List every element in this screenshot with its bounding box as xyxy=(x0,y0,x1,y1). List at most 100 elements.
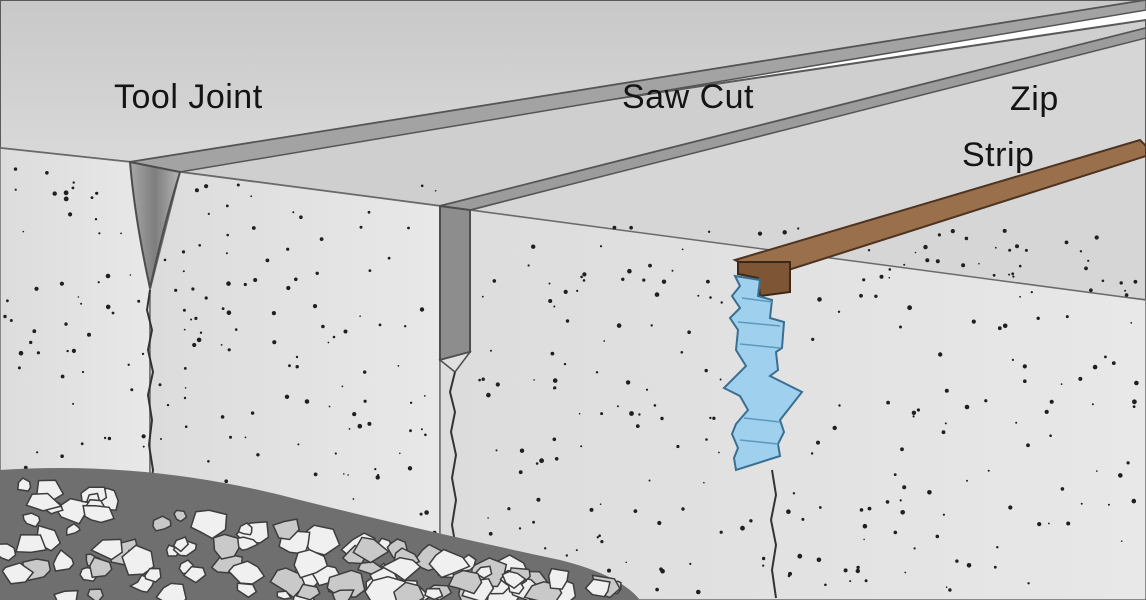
concrete-speckle xyxy=(226,310,232,316)
concrete-speckle xyxy=(71,348,76,353)
concrete-speckle xyxy=(519,448,525,453)
gravel-stone xyxy=(53,589,79,600)
concrete-speckle xyxy=(72,402,75,405)
concrete-speckle xyxy=(272,340,277,345)
concrete-speckle xyxy=(1027,582,1030,585)
concrete-speckle xyxy=(347,474,349,476)
concrete-speckle xyxy=(1091,403,1094,406)
concrete-speckle xyxy=(633,509,638,513)
concrete-speckle xyxy=(888,276,891,279)
concrete-speckle xyxy=(548,299,553,303)
concrete-speckle xyxy=(486,392,491,398)
concrete-speckle xyxy=(1060,487,1065,491)
concrete-speckle xyxy=(97,281,100,284)
concrete-speckle xyxy=(1024,248,1028,252)
concrete-speckle xyxy=(63,196,69,202)
concrete-speckle xyxy=(818,506,822,509)
concrete-speckle xyxy=(90,196,94,200)
concrete-speckle xyxy=(612,225,617,230)
concrete-speckle xyxy=(719,378,722,381)
gravel-stone xyxy=(155,582,188,600)
concrete-speckle xyxy=(409,429,412,433)
concrete-speckle xyxy=(1049,399,1054,404)
concrete-speckle xyxy=(859,508,864,512)
concrete-speckle xyxy=(625,380,631,385)
gravel-stone xyxy=(326,569,366,598)
concrete-speckle xyxy=(553,386,557,390)
concrete-speckle xyxy=(271,311,276,316)
concrete-speckle xyxy=(244,436,247,439)
concrete-speckle xyxy=(838,404,841,407)
concrete-speckle xyxy=(32,329,37,334)
concrete-speckle xyxy=(627,268,632,274)
concrete-speckle xyxy=(397,365,400,367)
concrete-speckle xyxy=(563,362,567,366)
concrete-speckle xyxy=(327,341,330,344)
concrete-speckle xyxy=(295,365,299,369)
concrete-speckle xyxy=(183,396,187,400)
concrete-speckle xyxy=(359,225,363,229)
concrete-speckle xyxy=(1080,502,1083,505)
concrete-speckle xyxy=(182,270,185,273)
concrete-speckle xyxy=(1094,235,1099,240)
concrete-speckle xyxy=(71,186,75,190)
concrete-speckle xyxy=(256,453,260,457)
concrete-speckle xyxy=(950,229,955,234)
concrete-speckle xyxy=(387,256,391,260)
concrete-speckle xyxy=(1026,443,1030,448)
concrete-speckle xyxy=(404,325,407,328)
concrete-speckle xyxy=(304,399,310,404)
concrete-speckle xyxy=(224,479,228,484)
concrete-speckle xyxy=(580,275,583,279)
concrete-speckle xyxy=(226,281,231,286)
concrete-speckle xyxy=(265,258,270,263)
concrete-speckle xyxy=(1008,248,1012,252)
concrete-speckle xyxy=(363,370,367,374)
gravel-stone xyxy=(25,492,63,512)
concrete-speckle xyxy=(762,564,765,567)
cracks xyxy=(145,289,778,599)
gravel-stone xyxy=(293,549,329,579)
concrete-speckle xyxy=(14,188,17,191)
concrete-speckle xyxy=(539,458,544,464)
gravel-stone xyxy=(89,556,113,579)
gravel-stone xyxy=(89,538,123,561)
concrete-speckle xyxy=(204,296,208,300)
concrete-speckle xyxy=(518,527,522,530)
concrete-speckle xyxy=(966,563,972,568)
concrete-speckle xyxy=(603,340,606,342)
concrete-speckle xyxy=(77,296,80,298)
concrete-speckle xyxy=(645,388,649,391)
concrete-speckle xyxy=(661,279,667,284)
concrete-speckle xyxy=(548,282,551,285)
concrete-speckle xyxy=(707,230,711,233)
concrete-speckle xyxy=(288,364,291,368)
concrete-speckle xyxy=(913,547,916,550)
concrete-speckle xyxy=(706,279,710,284)
concrete-speckle xyxy=(196,337,202,343)
concrete-speckle xyxy=(944,422,947,425)
concrete-speckle xyxy=(1096,470,1098,472)
concrete-speckle xyxy=(797,227,800,230)
concrete-speckle xyxy=(141,352,145,356)
concrete-speckle xyxy=(709,416,712,420)
concrete-speckle xyxy=(885,500,890,504)
concrete-speckle xyxy=(174,288,178,292)
concrete-speckle xyxy=(837,310,841,313)
zip-strip-blade xyxy=(722,274,804,472)
concrete-speckle xyxy=(424,433,427,437)
concrete-speckle xyxy=(192,342,197,348)
gravel-stone xyxy=(22,512,41,528)
concrete-speckle xyxy=(357,423,363,429)
concrete-speckle xyxy=(105,273,111,279)
concrete-speckle xyxy=(23,465,28,470)
concrete-speckle xyxy=(13,167,18,171)
concrete-speckle xyxy=(978,262,980,265)
concrete-speckle xyxy=(712,416,716,420)
concrete-speckle xyxy=(295,355,299,359)
concrete-speckle xyxy=(709,296,712,299)
gravel-stone xyxy=(331,589,355,600)
gravel-stone xyxy=(424,587,444,600)
concrete-speckle xyxy=(575,549,578,552)
